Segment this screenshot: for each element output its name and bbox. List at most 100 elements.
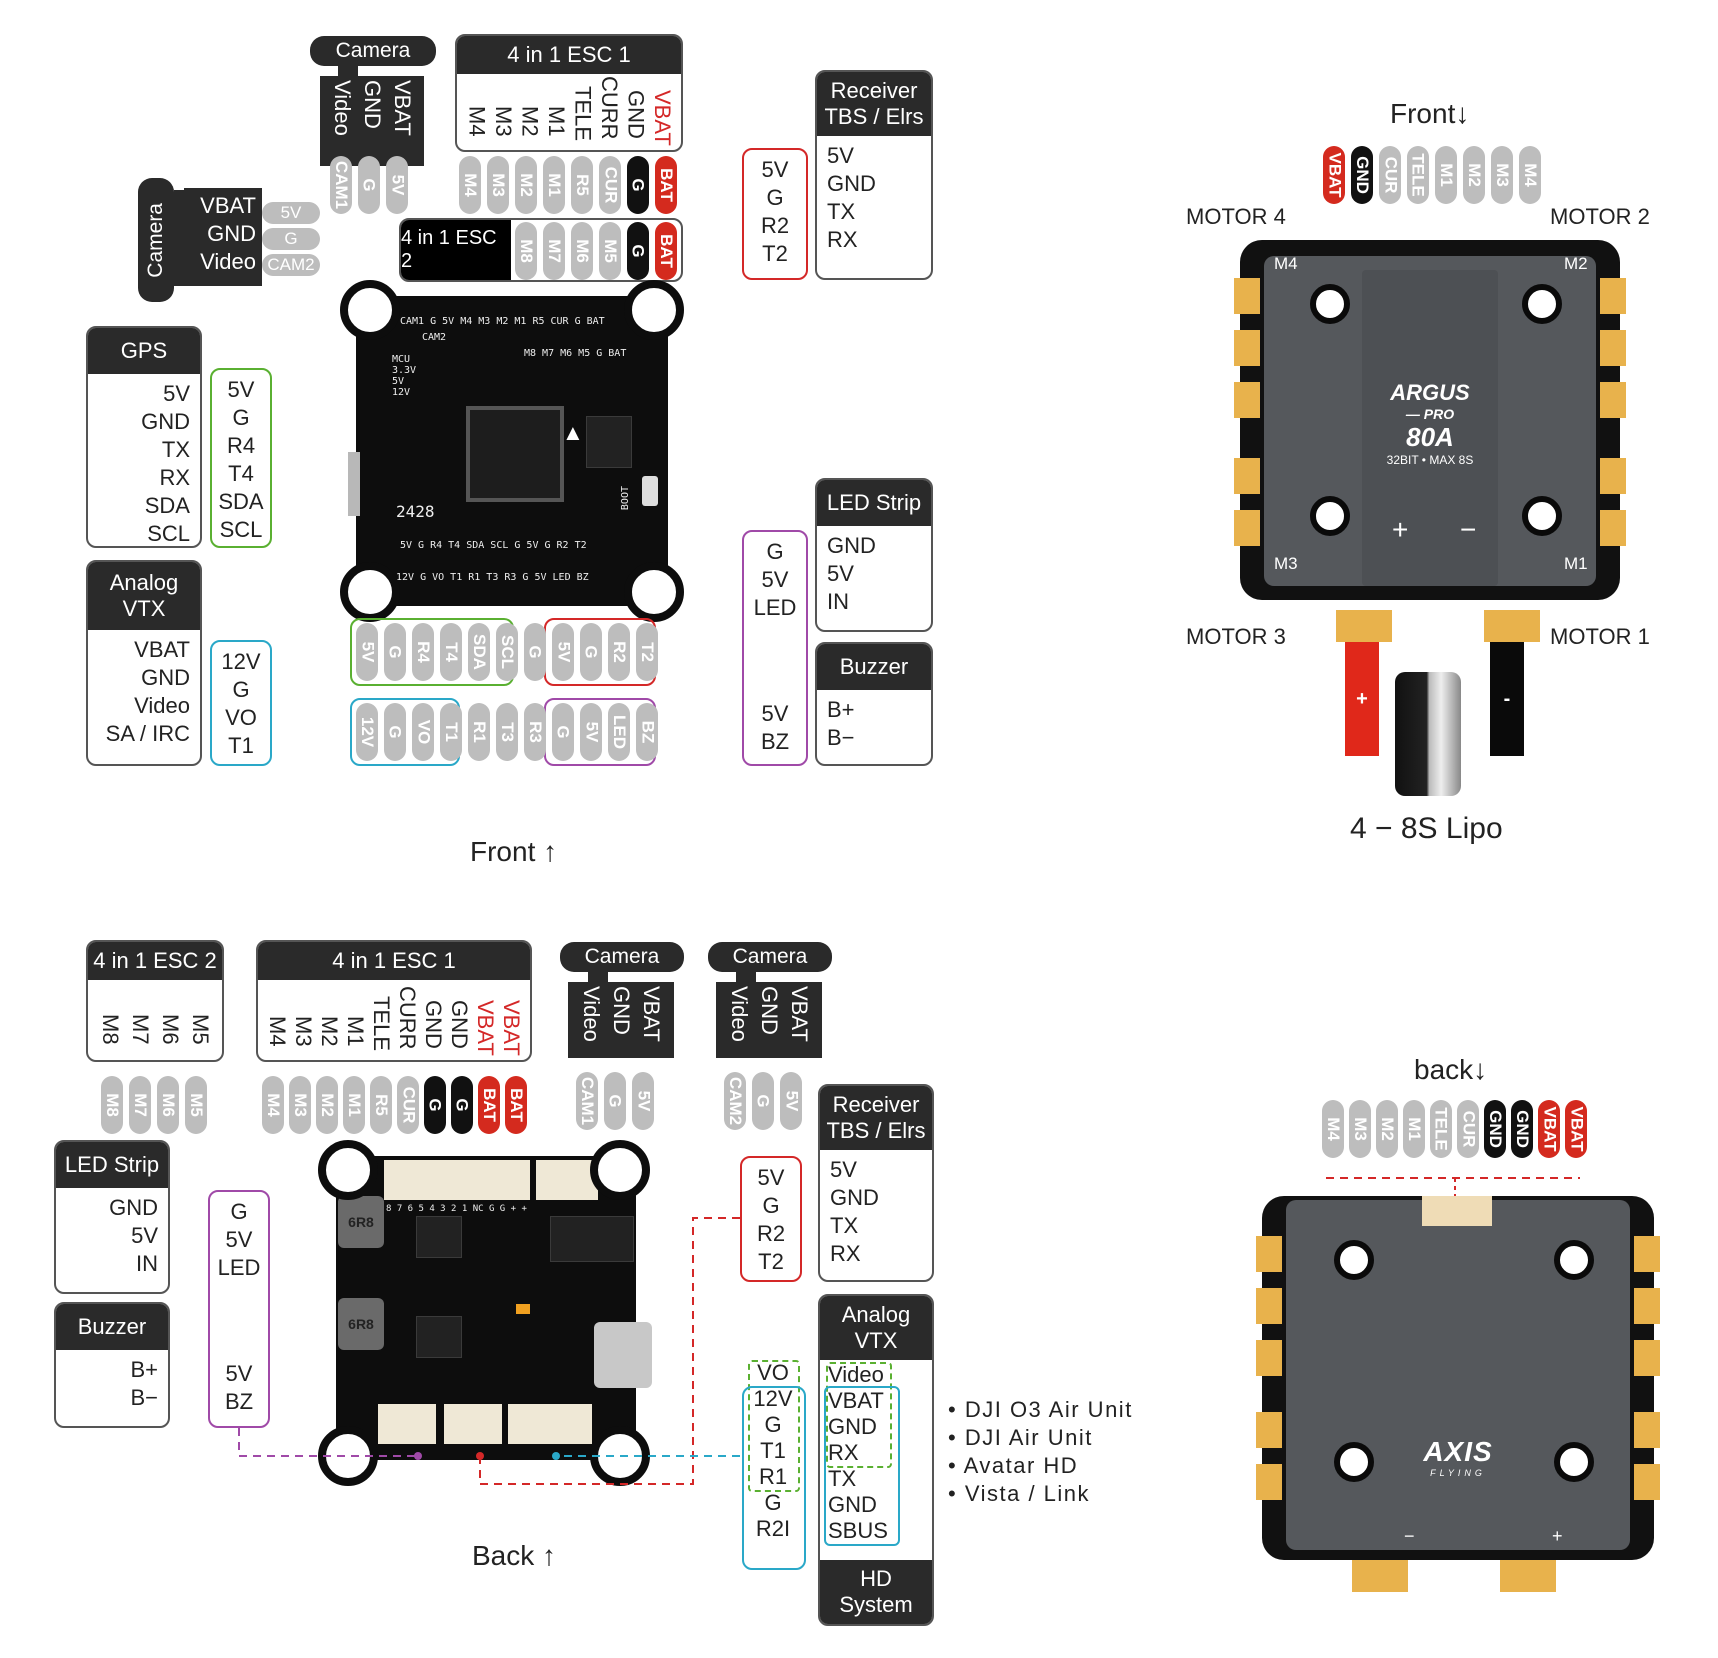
- camera-title: Camera: [560, 942, 684, 972]
- pad-label: 12V: [753, 1386, 793, 1411]
- pad-pill: M1: [1403, 1100, 1425, 1158]
- receiver-title-line2: TBS / Elrs: [824, 104, 924, 129]
- boot-button[interactable]: [642, 476, 658, 506]
- silk-top-row1: CAM1 G 5V M4 M3 M2 M1 R5 CUR G BAT: [400, 316, 605, 327]
- pad-pill: 5V: [552, 623, 574, 681]
- pad-pill-bat: BAT: [655, 156, 677, 214]
- led-buzzer-fc-pads: G 5V LED 5V BZ: [742, 530, 808, 766]
- signal-connector[interactable]: [1422, 1196, 1492, 1226]
- pin-label: Video: [727, 986, 752, 1042]
- led-strip-title: LED Strip: [817, 480, 931, 526]
- hd-system-title: HD System: [820, 1560, 932, 1624]
- pin-label: GND: [828, 1414, 877, 1439]
- pad-pill: T1: [440, 703, 462, 761]
- pin-label: B−: [130, 1385, 158, 1410]
- pin-label: VBAT: [639, 986, 664, 1042]
- minus-sign: −: [1460, 514, 1477, 545]
- wire-led: [238, 1428, 418, 1457]
- pad-pill-bat: BAT: [655, 222, 677, 280]
- usb-c-port[interactable]: [348, 452, 360, 516]
- vtx-connector[interactable]: [508, 1404, 592, 1444]
- esc-back-caption: back↓: [1414, 1054, 1488, 1085]
- hd-title-line1: HD: [860, 1566, 892, 1591]
- back-receiver-fc-pads: 5V G R2 T2: [740, 1156, 802, 1282]
- mount-hole: [1554, 1442, 1594, 1482]
- pin-label: TX: [830, 1213, 859, 1238]
- mount-hole: [624, 280, 684, 340]
- pin-label: VBAT: [649, 90, 675, 146]
- pin-label: M4: [464, 106, 490, 137]
- pad-pill: M4: [1322, 1100, 1344, 1158]
- pin-label: Video: [200, 249, 256, 274]
- pad-pill-gnd: G: [424, 1076, 446, 1134]
- pad-label: 5V: [227, 377, 255, 402]
- pin-label: GND: [830, 1185, 879, 1210]
- pin-label: TELE: [369, 996, 394, 1052]
- esc-connector[interactable]: [384, 1160, 530, 1200]
- battery-pad-minus: [1352, 1560, 1408, 1592]
- pin-label: TX: [161, 437, 190, 462]
- battery-lead-positive: +: [1345, 642, 1379, 756]
- pin-label: B+: [130, 1357, 158, 1382]
- pad-pill: CAM2: [262, 254, 320, 276]
- motor-1-label: MOTOR 1: [1550, 624, 1650, 649]
- battery-pad-plus: [1336, 610, 1392, 642]
- pin-label: TX: [827, 199, 856, 224]
- pin-label: B−: [827, 725, 855, 750]
- pad-pill: 12V: [356, 703, 378, 761]
- pad-label: T2: [762, 241, 788, 266]
- mount-hole: [340, 280, 400, 340]
- pad-pill: CAM2: [724, 1072, 746, 1130]
- bottom-pads-row2: 12V G VO T1 R1 T3 R3 G 5V LED BZ: [356, 703, 658, 761]
- back-buzzer-box: Buzzer B+ B−: [54, 1302, 170, 1428]
- pin-label: VBAT: [828, 1388, 884, 1413]
- pad-pill: 5V: [780, 1072, 802, 1130]
- cam-connector[interactable]: [536, 1160, 598, 1200]
- back-vtx-fc-pads: VO 12V G T1 R1 G R2I: [742, 1360, 806, 1570]
- motor-4-label: MOTOR 4: [1186, 204, 1286, 229]
- pad-pill: CUR: [397, 1076, 419, 1134]
- pin-label: GND: [609, 986, 634, 1035]
- gps-title: GPS: [88, 328, 200, 374]
- pad-pill: SDA: [468, 623, 490, 681]
- pad-pill: BZ: [636, 703, 658, 761]
- corner-m4: M4: [1274, 254, 1298, 273]
- pad-pill: M4: [1519, 146, 1541, 204]
- pin-label: 5V: [827, 143, 854, 168]
- usb-c-port[interactable]: [594, 1322, 652, 1388]
- receiver-box: Receiver TBS / Elrs 5V GND TX RX: [815, 70, 933, 280]
- pad-pill: T3: [496, 703, 518, 761]
- pad-pill: G: [384, 703, 406, 761]
- pad-pill: G: [524, 623, 546, 681]
- buzzer-box: Buzzer B+ B−: [815, 642, 933, 766]
- brand-name: ARGUS: [1390, 380, 1470, 405]
- pin-label: SCL: [147, 521, 190, 546]
- pad-pill: SCL: [496, 623, 518, 681]
- receiver-connector[interactable]: [444, 1404, 502, 1444]
- pin-label: Video: [579, 986, 604, 1042]
- pin-label: VBAT: [134, 637, 190, 662]
- pad-pill: M5: [599, 222, 621, 280]
- pad-label: R2I: [755, 1516, 791, 1541]
- silk-cam2: CAM2: [422, 332, 447, 343]
- pin-label: RX: [828, 1440, 859, 1465]
- pad-pill: G: [552, 703, 574, 761]
- pin-label: M3: [490, 106, 516, 137]
- receiver-title: Receiver TBS / Elrs: [820, 1086, 932, 1150]
- pad-pill: G: [580, 623, 602, 681]
- corner-m1: M1: [1564, 554, 1588, 573]
- pad-pill-gnd: G: [451, 1076, 473, 1134]
- current-rating: 80A: [1406, 422, 1454, 452]
- silk-bottom-row1: 5V G R4 T4 SDA SCL G 5V G R2 T2: [400, 540, 587, 551]
- mount-hole: [1522, 496, 1562, 536]
- pin-label: VBAT: [390, 80, 415, 136]
- pin-label: GND: [827, 533, 876, 558]
- pin-label: M2: [317, 1016, 342, 1047]
- pin-label: VBAT: [499, 1000, 524, 1056]
- pin-label: IN: [136, 1251, 158, 1276]
- minus-sign: −: [1404, 1526, 1415, 1546]
- pin-label: RX: [159, 465, 190, 490]
- led-buzzer-connector[interactable]: [378, 1404, 436, 1444]
- motor-3-label: MOTOR 3: [1186, 624, 1286, 649]
- pad-pill: M2: [1376, 1100, 1398, 1158]
